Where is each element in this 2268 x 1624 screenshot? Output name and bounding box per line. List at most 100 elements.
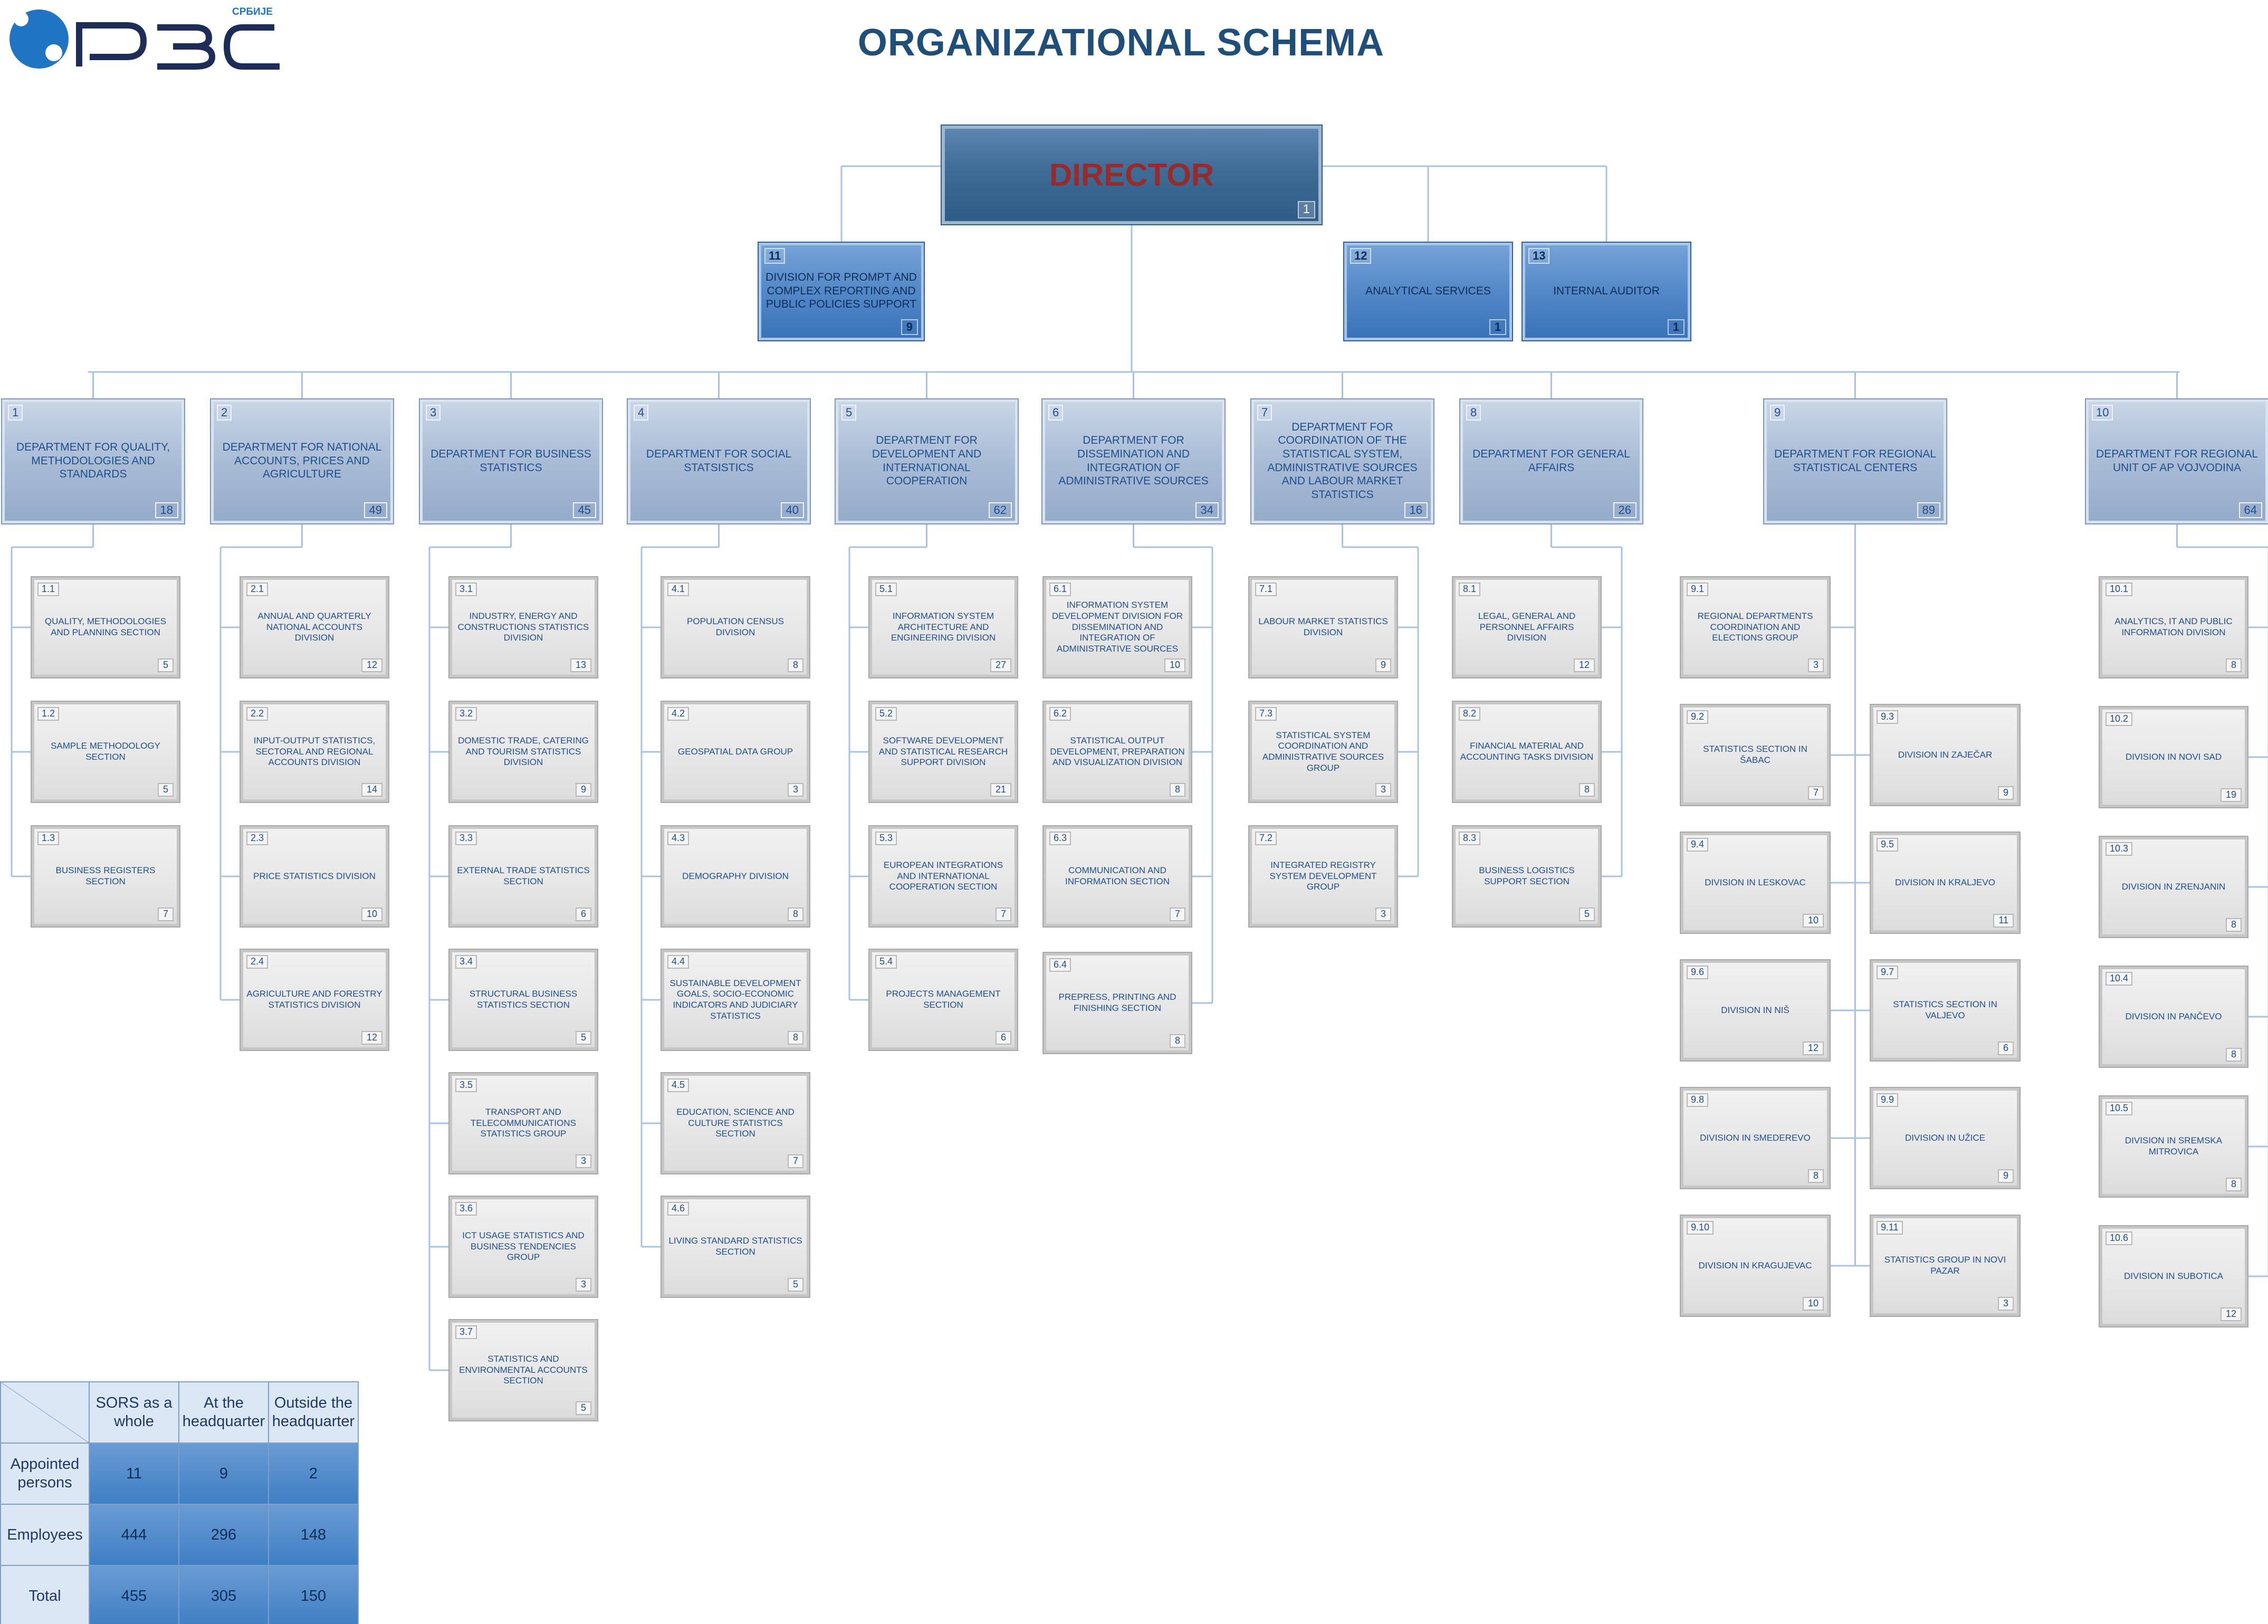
unit-label: DIVISION IN PANČEVO <box>2125 1011 2222 1021</box>
staff-count: 12 <box>361 658 382 672</box>
unit-number: 6.4 <box>1049 958 1071 972</box>
staff-count: 7 <box>995 907 1011 921</box>
unit-label: DIVISION IN SUBOTICA <box>2124 1270 2223 1281</box>
unit-number: 7 <box>1257 405 1272 421</box>
staff-count: 1 <box>1489 319 1506 335</box>
unit-label: STATISTICS SECTION IN ŠABAC <box>1703 744 1807 765</box>
unit-number: 1 <box>8 405 23 421</box>
summary-corner-cell <box>0 1381 90 1444</box>
summary-cell: 296 <box>178 1504 269 1566</box>
sors-logo: СРБИЈЕ <box>5 4 280 73</box>
unit-number: 12 <box>1350 248 1372 264</box>
unit-label: BUSINESS LOGISTICS SUPPORT SECTION <box>1479 865 1575 886</box>
unit-number: 7.2 <box>1255 832 1277 845</box>
unit-label: DIVISION IN SMEDEREVO <box>1700 1132 1811 1143</box>
summary-header-row: SORS as a whole At the headquarter Outsi… <box>0 1381 359 1444</box>
staff-count: 19 <box>2220 788 2242 802</box>
summary-cell: 148 <box>268 1504 359 1566</box>
unit-number: 5 <box>841 405 857 421</box>
unit-label: DIVISION IN KRAGUJEVAC <box>1698 1260 1812 1270</box>
staff-count: 5 <box>157 783 174 797</box>
unit-label: SOFTWARE DEVELOPMENT AND STATISTICAL RES… <box>878 735 1008 768</box>
staff-count: 8 <box>2225 1178 2242 1191</box>
summary-row-label: Appointed persons <box>0 1443 90 1505</box>
unit-number: 9.2 <box>1687 710 1709 724</box>
summary-cell: 444 <box>89 1504 179 1566</box>
summary-col-header: Outside the headquarter <box>268 1381 359 1444</box>
unit-number: 4.2 <box>667 707 690 721</box>
unit-label: PREPRESS, PRINTING AND FINISHING SECTION <box>1058 992 1176 1013</box>
unit-number: 13 <box>1528 248 1550 264</box>
staff-count: 27 <box>990 658 1011 672</box>
staff-count: 6 <box>995 1031 1011 1045</box>
summary-cell: 305 <box>178 1565 269 1624</box>
unit-number: 2.4 <box>246 955 269 969</box>
unit-label: BUSINESS REGISTERS SECTION <box>55 865 156 886</box>
unit-label: INTEGRATED REGISTRY SYSTEM DEVELOPMENT G… <box>1269 859 1377 892</box>
unit-number: 2 <box>217 405 232 421</box>
staff-count: 3 <box>575 1154 591 1168</box>
unit-label: DIVISION IN LESKOVAC <box>1705 877 1806 887</box>
staff-count: 9 <box>1375 658 1391 672</box>
unit-number: 8.2 <box>1459 707 1481 721</box>
staff-count: 18 <box>155 502 178 518</box>
summary-cell: 150 <box>268 1565 359 1624</box>
unit-number: 10 <box>2092 405 2113 421</box>
staff-count: 10 <box>1802 1297 1824 1311</box>
unit-label: DEMOGRAPHY DIVISION <box>682 871 789 881</box>
staff-count: 11 <box>1993 914 2014 928</box>
unit-number: 2.3 <box>246 832 269 845</box>
unit-label: STRUCTURAL BUSINESS STATISTICS SECTION <box>469 989 578 1010</box>
unit-number: 9.11 <box>1877 1221 1903 1235</box>
unit-number: 3.6 <box>455 1202 477 1216</box>
unit-label: DIVISION IN NIŠ <box>1721 1005 1789 1015</box>
unit-label: INPUT-OUTPUT STATISTICS, SECTORAL AND RE… <box>253 735 376 768</box>
summary-row: Employees 444 296 148 <box>0 1504 359 1566</box>
staff-count: 16 <box>1404 502 1428 518</box>
unit-label: POPULATION CENSUS DIVISION <box>687 616 784 637</box>
staff-count: 8 <box>2225 658 2242 672</box>
summary-cell: 2 <box>268 1443 359 1505</box>
unit-label: PRICE STATISTICS DIVISION <box>253 871 376 881</box>
unit-number: 9.9 <box>1877 1093 1899 1107</box>
unit-label: EXTERNAL TRADE STATISTICS SECTION <box>457 865 590 886</box>
staff-count: 45 <box>572 502 596 518</box>
unit-label: DEPARTMENT FOR GENERAL AFFAIRS <box>1472 447 1630 474</box>
unit-label: STATISTICAL OUTPUT DEVELOPMENT, PREPARAT… <box>1050 735 1185 768</box>
summary-cell: 9 <box>178 1443 269 1505</box>
staff-count: 12 <box>1573 658 1595 672</box>
staff-count: 9 <box>575 783 591 797</box>
unit-label: INTERNAL AUDITOR <box>1553 284 1660 297</box>
unit-number: 6.3 <box>1049 832 1071 845</box>
unit-label: LABOUR MARKET STATISTICS DIVISION <box>1258 616 1388 637</box>
staff-count: 12 <box>1802 1042 1824 1055</box>
unit-number: 4.4 <box>667 955 690 969</box>
logo-graphic <box>9 9 280 70</box>
unit-number: 9 <box>1770 405 1785 421</box>
staff-count: 8 <box>787 1031 803 1045</box>
logo-sub-text: СРБИЈЕ <box>232 6 273 17</box>
staff-count: 7 <box>157 907 174 921</box>
